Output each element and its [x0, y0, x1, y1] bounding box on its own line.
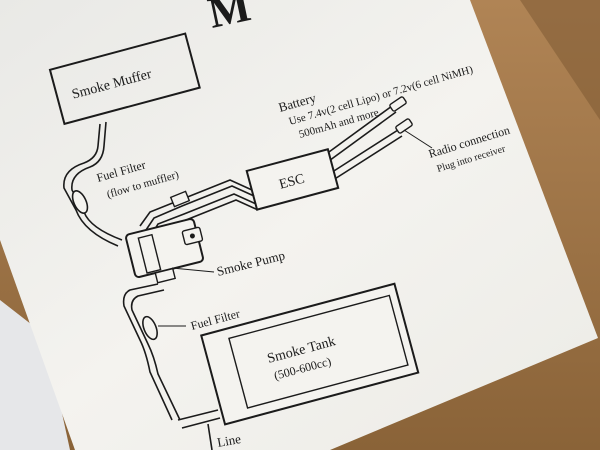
- fill-line: [177, 409, 221, 450]
- fuel-filter-upper: [71, 190, 89, 214]
- esc-box: [245, 148, 340, 211]
- esc-label: ESC: [278, 172, 307, 193]
- smoke-tank-outer: [200, 282, 420, 426]
- smoke-tank-inner: [228, 294, 409, 409]
- battery-leads: [317, 105, 403, 183]
- smoke-pump-outlet: [154, 267, 177, 284]
- line-label-fragment: Line: [216, 431, 242, 450]
- battery-connector: [389, 96, 407, 112]
- smoke-pump: [125, 218, 204, 284]
- smoke-pump-leader-line: [171, 267, 215, 273]
- fuel-filter-lower: [142, 315, 158, 341]
- radio-leader-line: [403, 129, 433, 149]
- fuel-tube-lower: [122, 283, 181, 421]
- smoke-muffer-box: [48, 32, 201, 126]
- pump-wire-connector: [169, 190, 191, 208]
- radio-connector: [395, 118, 413, 134]
- fuel-tube-upper: [63, 121, 123, 247]
- smoke-pump-screw: [189, 233, 195, 239]
- smoke-pump-motor: [137, 233, 162, 274]
- white-panel: [0, 300, 70, 450]
- smoke-tank: Smoke Tank (500-600cc): [200, 282, 420, 426]
- box-shadow: [520, 0, 600, 120]
